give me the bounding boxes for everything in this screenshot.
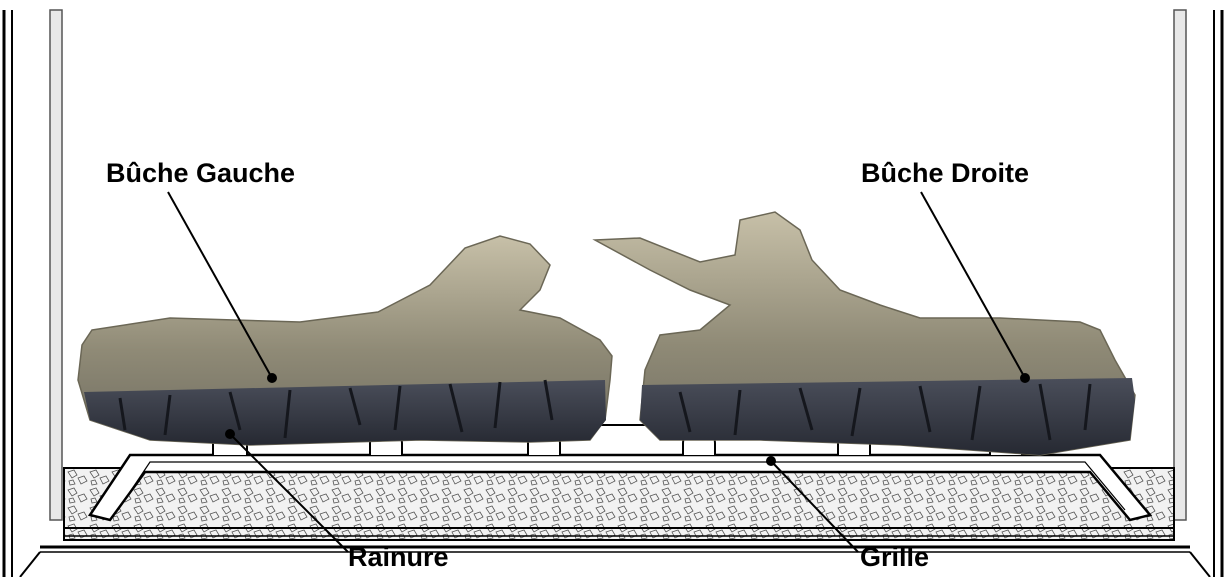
- leader-grate-dot: [766, 456, 776, 466]
- label-slot: Rainure: [348, 544, 449, 571]
- leader-left-log-dot: [267, 373, 277, 383]
- right-log: [595, 212, 1135, 455]
- label-grate: Grille: [860, 544, 929, 571]
- label-right-log: Bûche Droite: [861, 160, 1029, 187]
- left-log: [78, 236, 612, 445]
- label-left-log: Bûche Gauche: [106, 160, 295, 187]
- leader-right-log-dot: [1020, 373, 1030, 383]
- ember-bed: [64, 468, 1174, 540]
- leader-slot-dot: [225, 429, 235, 439]
